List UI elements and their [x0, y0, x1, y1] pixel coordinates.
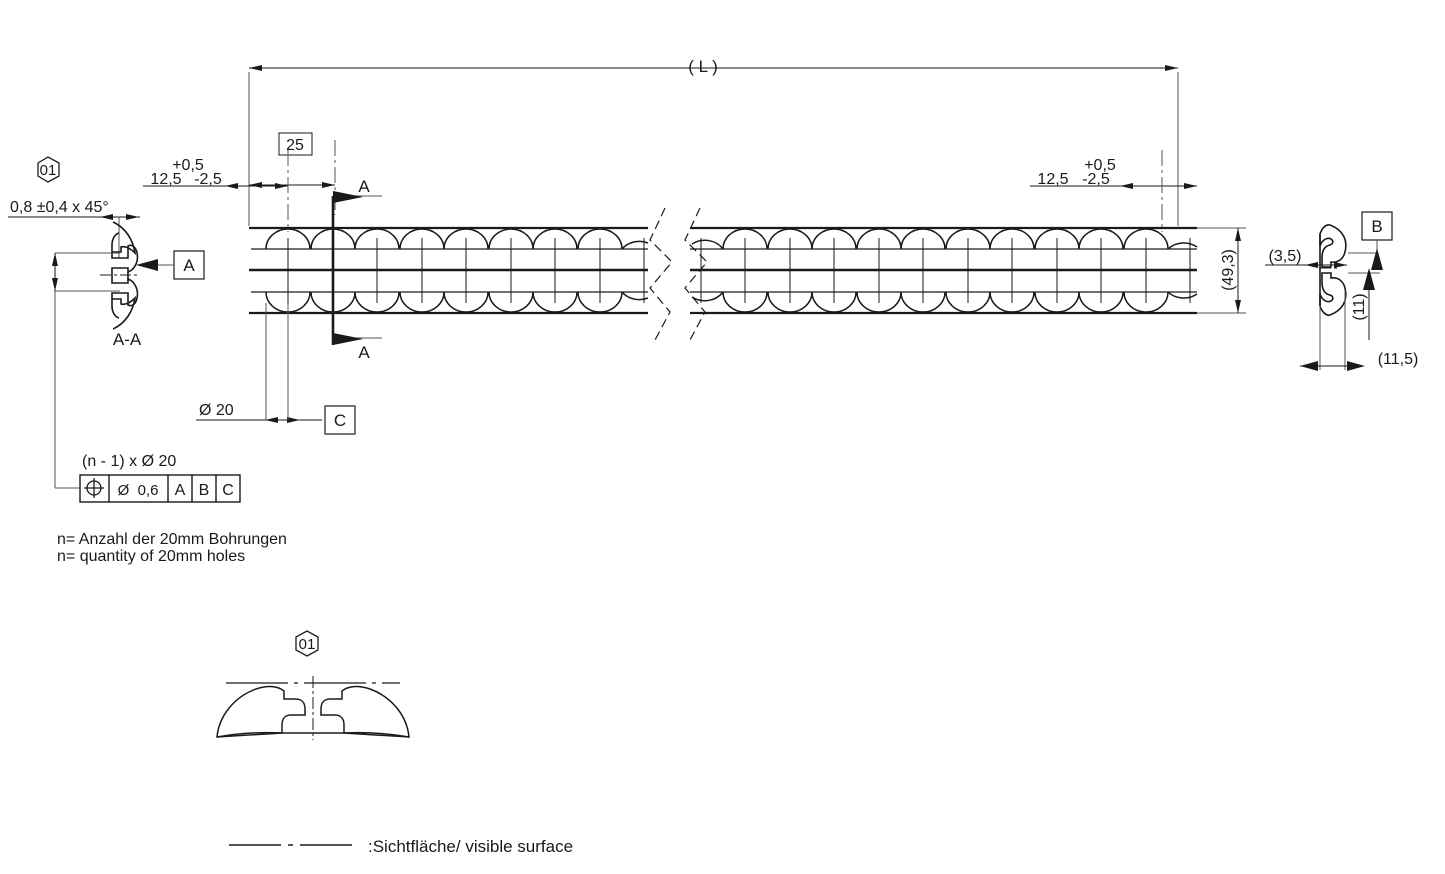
datum-b-label: B — [1371, 217, 1382, 236]
balloon-01-label: 01 — [40, 162, 57, 179]
left-end-offset-dimension: +0,5 12,5 -2,5 — [143, 150, 289, 232]
section-arrow-a-bottom-label: A — [358, 343, 370, 362]
section-arrow-a-top-label: A — [358, 177, 370, 196]
overall-length-label: ( L ) — [688, 57, 718, 76]
position-symbol-icon — [84, 478, 104, 498]
balloon-01-detail-label: 01 — [299, 636, 316, 653]
datum-c-callout[interactable]: C — [324, 405, 356, 435]
hole-centerlines-right — [700, 238, 1191, 303]
hole-quantity-note: (n - 1) x Ø 20 — [82, 453, 176, 470]
flange-height-label: (11) — [1351, 293, 1368, 320]
left-offset-value: 12,5 — [150, 171, 181, 188]
rail-height-dimension: (49,3) — [1197, 227, 1246, 314]
datum-a-callout[interactable]: A — [136, 250, 205, 280]
fcf-datum-b-label: B — [199, 482, 210, 499]
left-offset-tol-lower: -2,5 — [194, 171, 222, 188]
hole-diameter-callout: Ø 20 C — [196, 303, 356, 435]
chamfer-note: 0,8 ±0,4 x 45° — [8, 199, 140, 258]
balloon-01-profile-detail[interactable]: 01 — [295, 630, 319, 657]
cross-section-b-profile — [1319, 224, 1347, 316]
section-aa-height-dimension — [52, 252, 120, 292]
overall-length-dimension: ( L ) — [248, 57, 1179, 226]
datum-a-arrow — [136, 259, 158, 271]
section-arrow-a-bottom — [333, 333, 363, 345]
balloon-01-section-aa[interactable]: 01 — [37, 156, 60, 183]
profile-detail-outline — [216, 685, 410, 738]
fcf-datum-c-label: C — [222, 482, 234, 499]
datum-c-label: C — [334, 411, 346, 430]
cross-section-b-view: (3,5) B (11) (11,5) — [1265, 211, 1418, 371]
feature-control-frame: (n - 1) x Ø 20 Ø 0,6 A B C — [54, 291, 241, 503]
datum-b-callout[interactable]: B — [1348, 211, 1393, 270]
break-line-left — [649, 207, 673, 341]
fcf-tolerance-label: Ø 0,6 — [118, 482, 159, 499]
hole-arcs-upper-left — [265, 228, 649, 250]
section-arrow-a-top — [333, 191, 363, 203]
web-thickness-dimension: (3,5) — [1265, 248, 1347, 268]
balloon-hexagon-detail[interactable] — [295, 630, 319, 657]
datum-a-label: A — [183, 256, 195, 275]
hole-arcs-upper-right — [691, 228, 1198, 250]
right-offset-tol-lower: -2,5 — [1082, 171, 1110, 188]
datum-b-arrow — [1371, 248, 1383, 270]
section-plane-a: A A — [331, 177, 382, 362]
section-aa-view: 01 0,8 ±0,4 x 45° A — [8, 156, 205, 349]
rail-main-view-left-segment — [249, 226, 649, 315]
section-aa-title: A-A — [113, 330, 142, 349]
fcf-outer-box — [79, 474, 241, 503]
break-line-right — [684, 207, 708, 341]
right-offset-tol-upper: +0,5 — [1084, 157, 1116, 174]
hole-diameter-label: Ø 20 — [199, 402, 234, 419]
pitch-basic-box — [278, 132, 313, 156]
datum-a-box[interactable] — [173, 250, 205, 280]
note-german: n= Anzahl der 20mm Bohrungen — [57, 531, 287, 548]
legend-label: :Sichtfläche/ visible surface — [368, 837, 573, 856]
pitch-dimension: 25 — [249, 132, 336, 215]
pitch-label: 25 — [286, 137, 304, 154]
balloon-hexagon[interactable] — [37, 156, 60, 183]
profile-width-dimension: (11,5) — [1300, 290, 1418, 371]
profile-detail-view: 01 — [216, 630, 410, 740]
profile-width-label: (11,5) — [1378, 351, 1419, 368]
hole-arcs-lower-right — [691, 291, 1198, 313]
note-english: n= quantity of 20mm holes — [57, 548, 245, 565]
web-thickness-label: (3,5) — [1269, 248, 1302, 265]
fcf-datum-a-label: A — [175, 482, 186, 499]
hole-arcs-lower-left — [265, 291, 649, 313]
chamfer-note-label: 0,8 ±0,4 x 45° — [10, 199, 109, 216]
flange-height-dimension: (11) — [1348, 268, 1380, 340]
rail-main-view-right-segment — [690, 226, 1198, 315]
right-offset-value: 12,5 — [1037, 171, 1068, 188]
left-offset-tol-upper: +0,5 — [172, 157, 204, 174]
legend-block: :Sichtfläche/ visible surface — [229, 837, 573, 856]
notes-block: n= Anzahl der 20mm Bohrungen n= quantity… — [57, 531, 287, 565]
datum-c-box[interactable] — [324, 405, 356, 435]
rail-height-label: (49,3) — [1220, 249, 1237, 291]
right-end-offset-dimension: +0,5 12,5 -2,5 — [1030, 150, 1197, 232]
